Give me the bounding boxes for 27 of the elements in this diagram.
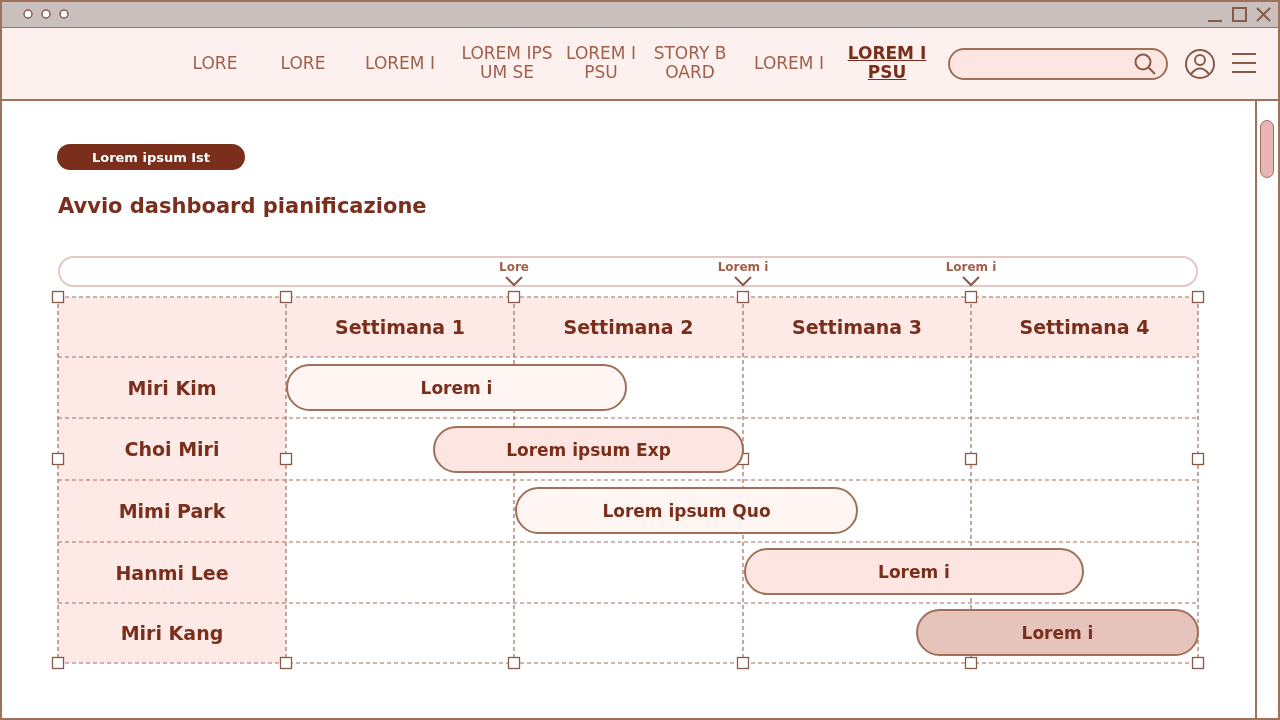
nav-link: LOREM I bbox=[364, 54, 436, 73]
task-bar: Lorem i bbox=[916, 609, 1199, 656]
nav-link: LOREM IPSU bbox=[565, 44, 637, 82]
row-header: Hanmi Lee bbox=[114, 560, 230, 586]
page-title: Avvio dashboard pianificazione bbox=[58, 194, 427, 218]
column-header: Settimana 2 bbox=[562, 315, 695, 340]
column-header: Settimana 3 bbox=[790, 315, 924, 340]
nav-link: STORY BOARD bbox=[652, 44, 728, 82]
marker-label: Lorem i bbox=[716, 260, 770, 274]
column-header: Settimana 4 bbox=[1018, 315, 1151, 340]
nav-link: LORE bbox=[191, 54, 239, 73]
task-bar: Lorem ipsum Quo bbox=[515, 487, 858, 534]
column-header: Settimana 1 bbox=[333, 315, 467, 340]
row-header: Choi Miri bbox=[123, 437, 221, 462]
task-bar: Lorem i bbox=[744, 548, 1084, 595]
marker-label: Lorem i bbox=[944, 260, 998, 274]
tag-badge: Lorem ipsum Ist bbox=[57, 144, 245, 170]
nav-link: LOREM IPSU bbox=[846, 44, 928, 82]
marker-label: Lore bbox=[498, 260, 530, 274]
row-header: Mimi Park bbox=[117, 499, 227, 524]
nav-link: LORE bbox=[279, 54, 327, 73]
row-header: Miri Kim bbox=[126, 375, 218, 401]
task-bar: Lorem ipsum Exp bbox=[433, 426, 744, 473]
nav-link: LOREM IPSUM SE bbox=[460, 44, 554, 82]
task-bar: Lorem i bbox=[286, 364, 627, 411]
row-header: Miri Kang bbox=[119, 621, 225, 646]
nav-link: LOREM I bbox=[753, 54, 825, 73]
